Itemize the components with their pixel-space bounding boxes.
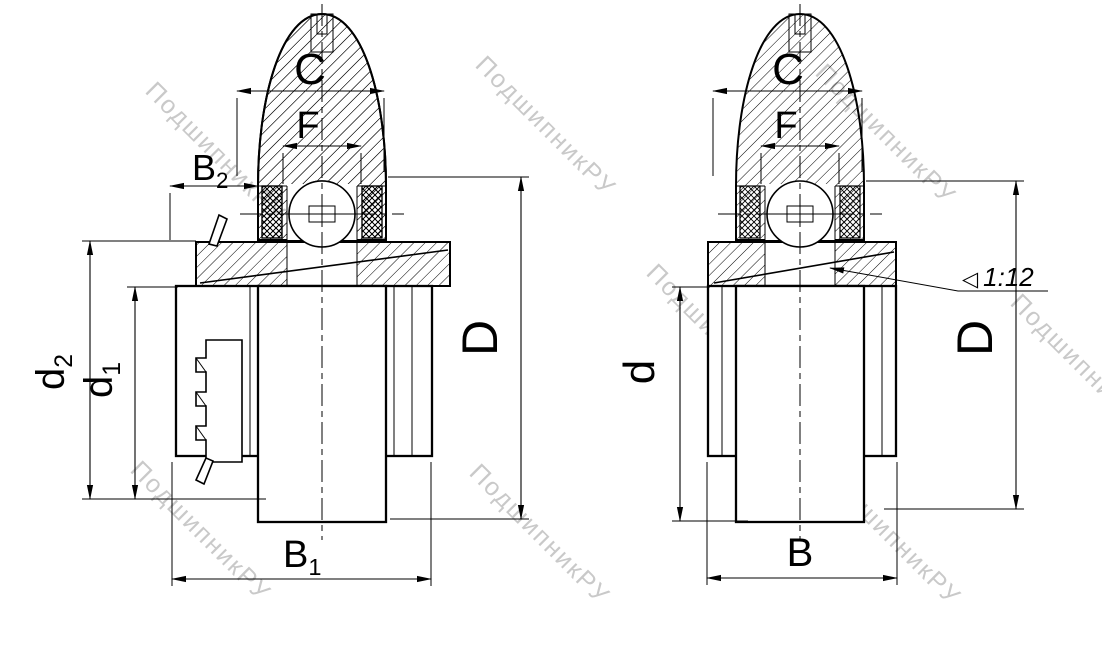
taper-line: [713, 251, 895, 284]
nut-serration: [195, 357, 207, 373]
dim-label-d1: d1: [77, 362, 126, 398]
dim-label-C-right: C: [772, 45, 804, 94]
dim-label-F-left: F: [296, 105, 319, 147]
lock-nut: [195, 339, 243, 463]
dim-label-F-right: F: [774, 105, 797, 147]
watermark-text: ПодшипникРУ: [464, 459, 615, 610]
watermark-text: ПодшипникРУ: [1005, 289, 1102, 440]
dim-label-D-right: D: [947, 320, 1003, 356]
watermark-text: ПодшипникРУ: [470, 51, 621, 202]
dim-label-B: B: [787, 531, 814, 575]
dim-label-D-left: D: [452, 320, 508, 356]
nut-serration: [195, 425, 207, 441]
dim-label-B2: B2: [192, 147, 228, 193]
lock-washer-tab-bottom: [194, 456, 215, 486]
dimensions-left: C F B2 d2 d1 D B1: [29, 45, 529, 586]
taper-line: [199, 249, 449, 284]
lock-washer-tab-top: [207, 213, 228, 247]
dim-label-C-left: C: [294, 45, 326, 94]
taper-callout: ◁1:12: [962, 262, 1034, 292]
dim-label-d: d: [615, 360, 664, 384]
figure-right-taper-bore-bearing: [706, 4, 898, 540]
dim-label-B1: B1: [283, 534, 321, 580]
figure-left-adapter-sleeve-bearing: [174, 4, 451, 540]
taper-leader-line: [829, 267, 1048, 292]
dim-label-d2: d2: [29, 354, 78, 390]
dimensions-right: C F d D B ◁1:12: [615, 45, 1048, 585]
nut-serration: [195, 391, 207, 407]
